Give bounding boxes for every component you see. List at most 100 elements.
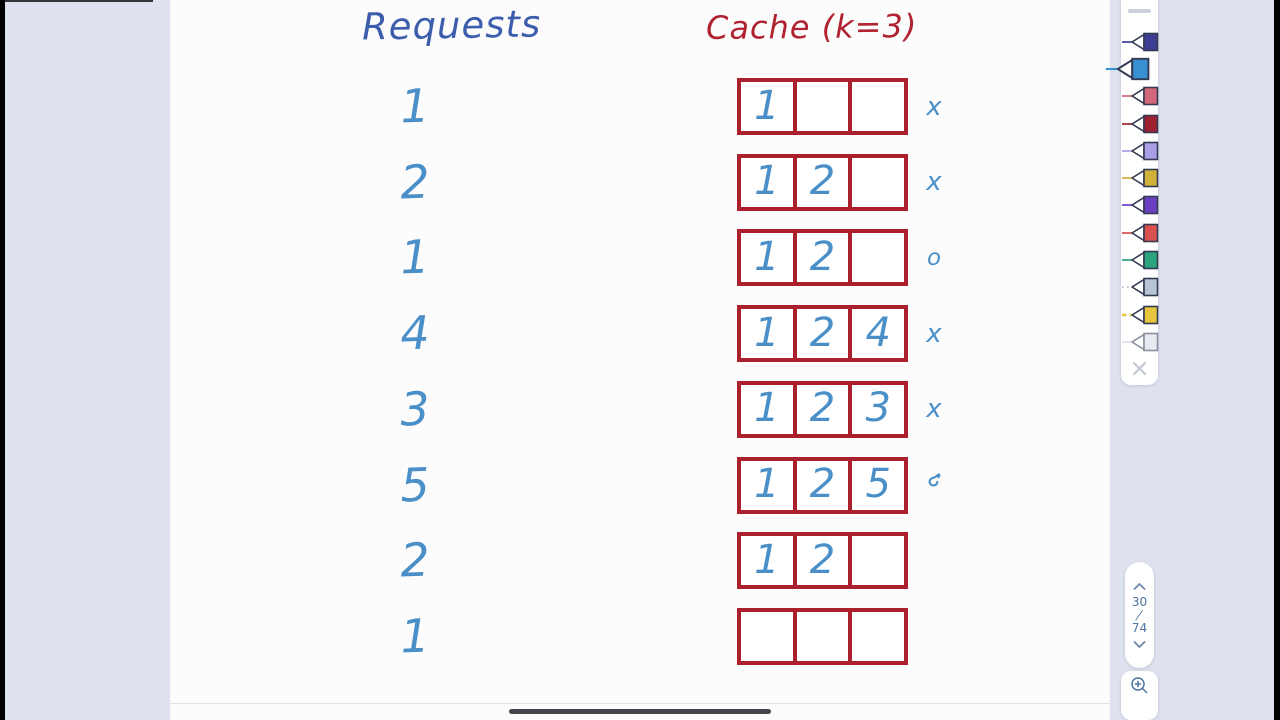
letterbox-left <box>0 0 5 720</box>
request-value: 3 <box>399 381 431 437</box>
pen-tool-dark-red[interactable] <box>1121 110 1159 137</box>
video-artifact-line <box>5 0 153 2</box>
pen-tool-pink[interactable] <box>1121 83 1159 110</box>
pen-tool-sky-blue[interactable] <box>1105 55 1158 82</box>
horizontal-scrollbar[interactable] <box>509 709 771 714</box>
cache-cell <box>848 82 904 131</box>
requests-heading: Requests <box>361 2 542 49</box>
cache-cell <box>848 611 904 661</box>
pen-icon <box>1122 332 1159 352</box>
request-value: 4 <box>399 305 431 361</box>
pen-icon <box>1105 57 1150 81</box>
cache-box: 1 2 <box>737 153 908 211</box>
cache-cell: 2 <box>792 309 849 359</box>
cache-cell: 1 <box>754 461 780 507</box>
request-value: 2 <box>399 532 431 588</box>
toolbar-close-button[interactable] <box>1121 357 1158 379</box>
chevron-up-icon[interactable] <box>1133 582 1146 591</box>
hit-miss-mark <box>912 457 956 514</box>
pen-icon <box>1122 168 1159 188</box>
pen-tool-yellow-dashed[interactable] <box>1121 301 1159 328</box>
cache-box <box>737 607 908 665</box>
cache-cell <box>848 233 904 283</box>
pen-icon <box>1122 32 1159 51</box>
pen-list <box>1105 28 1159 356</box>
pen-toolbar <box>1105 0 1159 385</box>
cache-cell <box>792 611 849 661</box>
hit-miss-mark: x <box>926 91 942 122</box>
request-value: 1 <box>399 229 431 285</box>
pen-tool-green[interactable] <box>1121 246 1159 273</box>
cache-heading: Cache (k=3) <box>705 7 918 47</box>
pen-tool-lavender[interactable] <box>1121 137 1159 164</box>
cache-step-row: 5 1 2 5 <box>170 456 1110 514</box>
cache-cell <box>792 82 849 131</box>
cache-step-row: 2 1 2 x <box>170 153 1110 211</box>
cache-cell: 4 <box>848 309 904 359</box>
pen-tool-yellow[interactable] <box>1121 164 1159 191</box>
hit-miss-mark: x <box>926 167 942 198</box>
total-page-number: 74 <box>1131 620 1148 635</box>
cache-step-row: 4 1 2 4 x <box>170 305 1110 363</box>
pen-icon <box>1122 250 1159 270</box>
pen-icon <box>1122 114 1159 133</box>
cache-step-row: 1 1 2 o <box>170 229 1110 287</box>
request-value: 1 <box>399 608 431 664</box>
cache-cell: 1 <box>754 309 780 356</box>
zoom-in-button[interactable] <box>1121 671 1158 720</box>
page-slash: / <box>1136 607 1144 622</box>
cache-box: 1 <box>737 78 908 135</box>
cache-cell: 1 <box>754 158 780 205</box>
hit-miss-mark: x <box>926 394 942 425</box>
cache-cell: 2 <box>792 460 849 510</box>
zoom-in-icon <box>1131 677 1148 694</box>
pen-icon <box>1122 141 1159 161</box>
cache-box: 1 2 4 <box>737 305 908 363</box>
pen-icon <box>1122 196 1159 215</box>
canvas-edge-line <box>170 703 1110 704</box>
toolbar-drag-handle[interactable] <box>1128 9 1151 13</box>
cache-cell: 2 <box>792 536 849 586</box>
cache-box: 1 2 3 <box>737 380 908 438</box>
cache-step-row: 2 1 2 <box>170 532 1110 590</box>
pen-icon <box>1122 278 1159 297</box>
cache-cell: 2 <box>792 157 849 207</box>
hit-miss-mark <box>912 608 956 665</box>
current-page-number: 30 <box>1131 594 1148 609</box>
cache-cell: 2 <box>792 233 849 283</box>
hit-miss-mark: o <box>926 244 942 271</box>
cache-cell: 1 <box>754 233 780 280</box>
close-icon <box>1132 361 1147 375</box>
cache-box: 1 2 5 <box>737 456 908 514</box>
cache-cell: 3 <box>848 384 904 434</box>
hit-miss-mark: x <box>926 318 942 349</box>
cache-cell: 1 <box>754 82 780 129</box>
cache-box: 1 2 <box>737 229 908 287</box>
cache-cell: 1 <box>754 536 780 583</box>
hit-miss-mark <box>912 532 956 589</box>
pen-tool-navy[interactable] <box>1121 28 1159 55</box>
cache-cell <box>848 536 904 586</box>
cache-box: 1 2 <box>737 532 908 590</box>
cache-step-row: 1 1 x <box>170 78 1110 135</box>
page-navigator: 30 / 74 <box>1125 562 1154 668</box>
drawing-canvas[interactable]: Requests Cache (k=3) 1 1 x 2 1 2 x <box>170 0 1110 720</box>
cache-step-row: 3 1 2 3 x <box>170 380 1110 438</box>
pen-icon <box>1122 86 1159 106</box>
pen-icon <box>1122 223 1159 243</box>
cache-step-row: 1 <box>170 607 1110 665</box>
cache-cell: 2 <box>792 384 849 434</box>
cache-cell <box>848 157 904 207</box>
cache-cell: 1 <box>754 385 780 432</box>
pen-tool-purple[interactable] <box>1121 192 1159 219</box>
chevron-down-icon[interactable] <box>1133 640 1146 649</box>
cache-cell: 5 <box>848 460 904 510</box>
request-value: 1 <box>399 78 431 134</box>
partial-o-mark-icon <box>928 473 941 487</box>
pen-tool-white[interactable] <box>1121 328 1159 355</box>
pen-tool-gray-dotted[interactable] <box>1121 274 1159 301</box>
pen-tool-red[interactable] <box>1121 219 1159 246</box>
letterbox-right <box>1274 0 1280 720</box>
cache-cell <box>741 612 793 661</box>
